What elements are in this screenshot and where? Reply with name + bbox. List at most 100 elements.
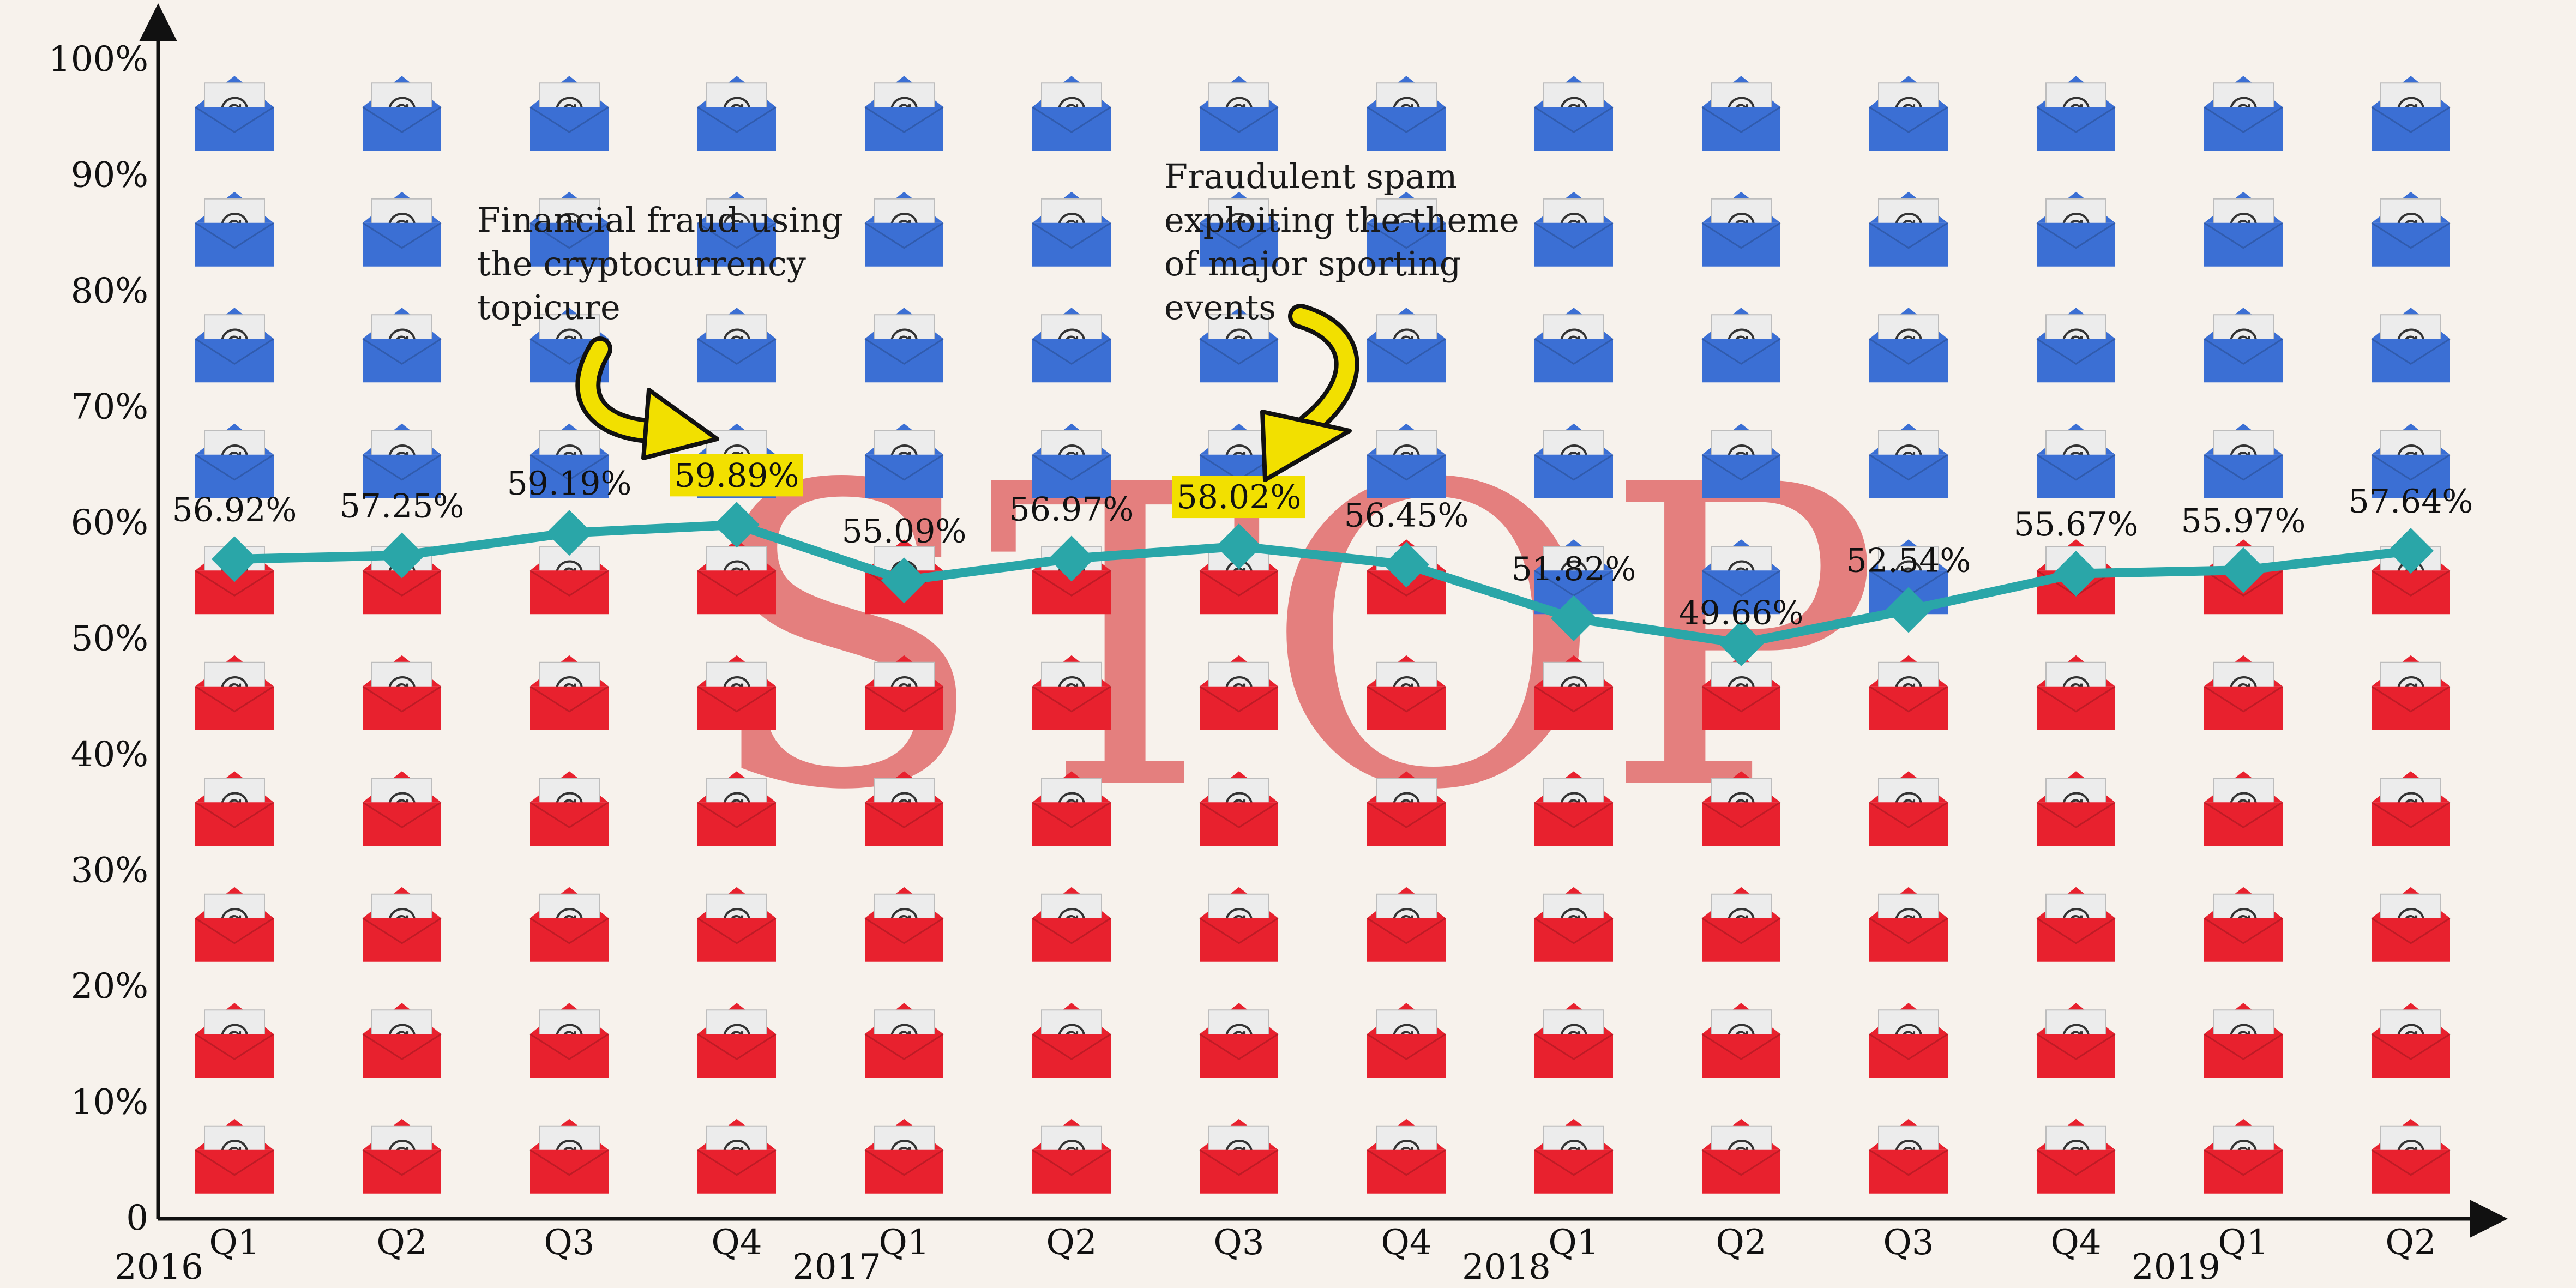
y-tick-label: 10% — [71, 1082, 148, 1123]
spam-envelope-icon: @ — [1701, 1003, 1781, 1078]
spam-envelope-icon: @ — [1032, 771, 1111, 846]
year-label: 2017 — [792, 1247, 881, 1287]
annotation-text: of major sporting — [1164, 244, 1461, 284]
spam-envelope-icon: @ — [2036, 1118, 2116, 1194]
spam-envelope-icon: @ — [864, 771, 944, 846]
year-label: 2018 — [1462, 1247, 1551, 1287]
data-point — [714, 502, 760, 548]
year-label: 2019 — [2132, 1247, 2220, 1287]
envelope-icon: @ — [1534, 191, 1614, 267]
arrow-head-icon — [1260, 410, 1352, 482]
data-label: 56.92% — [172, 491, 297, 529]
spam-envelope-icon: @ — [529, 1118, 609, 1194]
spam-envelope-icon: @ — [362, 655, 442, 730]
data-points — [212, 502, 2434, 666]
spam-envelope-icon: @ — [2371, 1118, 2451, 1194]
envelope-icon: @ — [1534, 76, 1614, 151]
data-label: 59.89% — [675, 456, 799, 495]
spam-envelope-icon: @ — [1534, 655, 1614, 730]
envelope-icon: @ — [1869, 423, 1948, 498]
envelope-icon: @ — [529, 76, 609, 151]
data-label: 57.25% — [340, 487, 465, 525]
envelope-icon: @ — [2204, 76, 2283, 151]
spam-envelope-icon: @ — [2036, 771, 2116, 846]
y-tick-label: 0 — [126, 1198, 148, 1238]
envelope-icon: @ — [1534, 423, 1614, 498]
spam-envelope-icon: @ — [2036, 1003, 2116, 1078]
y-tick-label: 60% — [71, 503, 148, 543]
envelope-icon: @ — [1869, 539, 1948, 615]
y-tick-label: 90% — [71, 155, 148, 196]
envelope-icon: @ — [1869, 76, 1948, 151]
data-point — [1216, 523, 1262, 570]
spam-envelope-icon: @ — [1534, 887, 1614, 962]
spam-envelope-icon: @ — [1869, 1118, 1948, 1194]
x-tick-label: Q1 — [1548, 1223, 1599, 1263]
spam-envelope-icon: @ — [362, 887, 442, 962]
data-point — [881, 557, 927, 604]
annotation-text: exploiting the theme — [1164, 200, 1519, 240]
envelope-icon: @ — [2036, 423, 2116, 498]
envelope-icon: @ — [1032, 423, 1111, 498]
year-label: 2016 — [115, 1247, 203, 1287]
spam-envelope-icon: @ — [529, 771, 609, 846]
envelope-icon: @ — [195, 423, 274, 498]
spam-envelope-icon: @ — [1199, 887, 1279, 962]
data-label: 55.97% — [2181, 502, 2306, 540]
spam-envelope-icon: @ — [864, 887, 944, 962]
envelope-icon: @ — [195, 191, 274, 267]
envelope-icon: @ — [1199, 76, 1279, 151]
data-label: 56.45% — [1344, 496, 1469, 534]
data-point — [1718, 620, 1764, 666]
envelope-icon: @ — [362, 191, 442, 267]
envelope-icon: @ — [529, 191, 609, 267]
data-point — [1551, 595, 1597, 641]
data-point — [2220, 547, 2266, 593]
spam-envelope-icon: @ — [697, 539, 777, 615]
x-tick-label: Q2 — [1716, 1223, 1766, 1263]
envelope-icon: @ — [362, 308, 442, 383]
envelope-icon: @ — [1701, 308, 1781, 383]
series-line-path — [230, 520, 2416, 648]
x-tick-label: Q4 — [2050, 1223, 2101, 1263]
data-point — [1049, 535, 1094, 582]
x-tick-label: Q1 — [209, 1223, 260, 1263]
year-labels: 2016 2017 2018 2019 — [115, 1247, 2220, 1287]
envelope-icon: @ — [697, 76, 777, 151]
spam-envelope-icon: @ — [697, 1118, 777, 1194]
spam-envelope-icon: @ — [697, 771, 777, 846]
spam-envelope-icon: @ — [864, 655, 944, 730]
x-tick-label: Q4 — [1381, 1223, 1431, 1263]
envelope-icon: @ — [697, 308, 777, 383]
data-labels: 56.92%57.25%59.19%59.89%55.09%56.97%58.0… — [172, 454, 2473, 633]
x-tick-label: Q2 — [1046, 1223, 1097, 1263]
envelope-icon: @ — [2036, 308, 2116, 383]
y-tick-label: 40% — [71, 735, 148, 775]
envelope-icon: @ — [1032, 76, 1111, 151]
data-label: 52.54% — [1846, 542, 1971, 580]
spam-envelope-icon: @ — [1367, 887, 1446, 962]
envelope-icon: @ — [1701, 423, 1781, 498]
envelope-icon: @ — [362, 76, 442, 151]
spam-envelope-icon: @ — [362, 1118, 442, 1194]
spam-envelope-icon: @ — [1701, 655, 1781, 730]
envelope-icon: @ — [1534, 539, 1614, 615]
envelope-icon: @ — [362, 423, 442, 498]
spam-envelope-icon: @ — [362, 771, 442, 846]
x-tick-label: Q3 — [1213, 1223, 1264, 1263]
data-label: 56.97% — [1009, 490, 1134, 528]
series-line — [230, 520, 2416, 648]
data-label: 59.19% — [507, 465, 632, 503]
highlight-box — [1172, 476, 1305, 519]
spam-envelope-icon: @ — [2204, 655, 2283, 730]
data-point — [1383, 541, 1429, 588]
envelope-icon: @ — [1367, 308, 1446, 383]
spam-envelope-icon: @ — [1534, 771, 1614, 846]
spam-envelope-icon: @ — [195, 771, 274, 846]
envelope-icon: @ — [2204, 191, 2283, 267]
y-tick-label: 100% — [49, 39, 148, 80]
x-tick-label: Q3 — [1883, 1223, 1934, 1263]
envelope-icon: @ — [2204, 308, 2283, 383]
